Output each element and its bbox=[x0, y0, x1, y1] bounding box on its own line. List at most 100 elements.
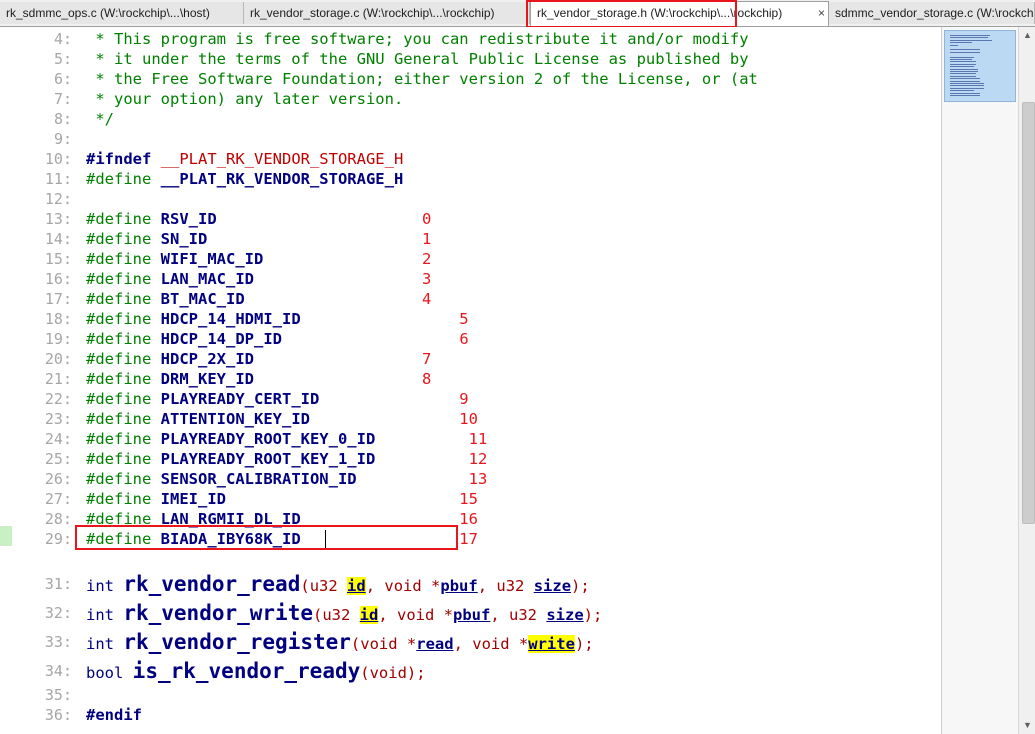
macro-value: 16 bbox=[459, 510, 478, 528]
preprocessor-directive: #ifndef bbox=[86, 150, 152, 168]
preprocessor-directive: #define bbox=[86, 290, 152, 308]
tab-rk-vendor-storage-h[interactable]: rk_vendor_storage.h (W:\rockchip\...\roc… bbox=[530, 1, 829, 26]
document-minimap[interactable] bbox=[941, 27, 1018, 734]
code-line[interactable]: 7: * your option) any later version. bbox=[0, 89, 941, 109]
minimap-line bbox=[950, 80, 980, 82]
code-line[interactable]: 32:int rk_vendor_write(u32 id, void *pbu… bbox=[0, 599, 941, 628]
preprocessor-directive: #define bbox=[86, 310, 152, 328]
tab-rk-vendor-storage-c[interactable]: rk_vendor_storage.c (W:\rockchip\...\roc… bbox=[244, 2, 530, 24]
code-editor[interactable]: 4: * This program is free software; you … bbox=[0, 27, 941, 734]
scroll-up-icon[interactable]: ▲ bbox=[1023, 30, 1032, 40]
minimap-line bbox=[950, 44, 958, 46]
line-number: 29: bbox=[44, 530, 72, 548]
scroll-down-icon[interactable]: ▼ bbox=[1023, 720, 1032, 730]
code-line[interactable]: 27:#define IMEI_ID 15 bbox=[0, 489, 941, 509]
code-line[interactable]: 25:#define PLAYREADY_ROOT_KEY_1_ID 12 bbox=[0, 449, 941, 469]
line-number: 12: bbox=[44, 190, 72, 208]
minimap-line bbox=[950, 95, 980, 96]
code-line[interactable]: 4: * This program is free software; you … bbox=[0, 29, 941, 49]
line-number: 4: bbox=[53, 30, 72, 48]
function-name: is_rk_vendor_ready bbox=[132, 659, 361, 683]
param-type: u32 bbox=[496, 577, 534, 595]
macro-value: 8 bbox=[421, 370, 432, 388]
macro-name: IMEI_ID bbox=[160, 490, 226, 508]
code-text: * it under the terms of the GNU General … bbox=[86, 49, 749, 69]
code-line[interactable]: 5: * it under the terms of the GNU Gener… bbox=[0, 49, 941, 69]
code-line[interactable]: 34:bool is_rk_vendor_ready(void); bbox=[0, 657, 941, 686]
return-type: bool bbox=[86, 664, 124, 682]
close-icon[interactable]: × bbox=[817, 6, 825, 20]
minimap-line bbox=[950, 87, 984, 89]
preprocessor-directive: #define bbox=[86, 390, 152, 408]
code-line[interactable]: 33:int rk_vendor_register(void *read, vo… bbox=[0, 628, 941, 657]
preprocessor-directive: #define bbox=[86, 370, 152, 388]
comment-text: * it under the terms of the GNU General … bbox=[86, 50, 749, 68]
minimap-line bbox=[950, 61, 976, 63]
param-name: size bbox=[546, 606, 584, 624]
code-line[interactable]: 8: */ bbox=[0, 109, 941, 129]
code-line[interactable]: 12: bbox=[0, 189, 941, 209]
code-line[interactable]: 14:#define SN_ID 1 bbox=[0, 229, 941, 249]
macro-name: __PLAT_RK_VENDOR_STORAGE_H bbox=[160, 150, 404, 168]
code-text: #define HDCP_14_DP_ID 6 bbox=[86, 329, 469, 349]
param-name: size bbox=[533, 577, 572, 595]
macro-value: 2 bbox=[421, 250, 432, 268]
macro-value: 10 bbox=[459, 410, 478, 428]
tab-rk-sdmmc-ops[interactable]: rk_sdmmc_ops.c (W:\rockchip\...\host) bbox=[0, 2, 244, 24]
code-line[interactable]: 11:#define __PLAT_RK_VENDOR_STORAGE_H bbox=[0, 169, 941, 189]
preprocessor-directive: #define bbox=[86, 170, 152, 188]
code-line[interactable]: 22:#define PLAYREADY_CERT_ID 9 bbox=[0, 389, 941, 409]
macro-value: 6 bbox=[459, 330, 469, 348]
macro-name: PLAYREADY_CERT_ID bbox=[160, 390, 320, 408]
code-line[interactable]: 15:#define WIFI_MAC_ID 2 bbox=[0, 249, 941, 269]
code-line[interactable]: 29:#define BIADA_IBY68K_ID 17 bbox=[0, 529, 941, 549]
code-line[interactable]: 6: * the Free Software Foundation; eithe… bbox=[0, 69, 941, 89]
code-line[interactable]: 10: #ifndef __PLAT_RK_VENDOR_STORAGE_H bbox=[0, 149, 941, 169]
code-line[interactable]: 19:#define HDCP_14_DP_ID 6 bbox=[0, 329, 941, 349]
vertical-scrollbar[interactable]: ▲ ▼ bbox=[1018, 27, 1035, 734]
code-line[interactable]: 28:#define LAN_RGMII_DL_ID 16 bbox=[0, 509, 941, 529]
line-number: 22: bbox=[44, 390, 72, 408]
paren-close: ); bbox=[406, 664, 426, 682]
line-number: 10: bbox=[44, 150, 72, 168]
line-number-gutter bbox=[0, 27, 76, 734]
line-number: 18: bbox=[44, 310, 72, 328]
code-line[interactable]: 9: bbox=[0, 129, 941, 149]
return-type: int bbox=[86, 606, 114, 624]
line-number: 32: bbox=[44, 604, 72, 622]
minimap-viewport[interactable] bbox=[944, 30, 1016, 102]
code-line[interactable]: 13:#define RSV_ID 0 bbox=[0, 209, 941, 229]
code-text: #endif bbox=[86, 705, 142, 725]
code-line[interactable]: 24:#define PLAYREADY_ROOT_KEY_0_ID 11 bbox=[0, 429, 941, 449]
code-text: * your option) any later version. bbox=[86, 89, 403, 109]
code-line[interactable]: 31:int rk_vendor_read(u32 id, void *pbuf… bbox=[0, 570, 941, 599]
code-line[interactable]: 36:#endif bbox=[0, 705, 941, 725]
minimap-line bbox=[950, 83, 984, 84]
code-text: #define IMEI_ID 15 bbox=[86, 489, 478, 509]
code-line[interactable]: 21:#define DRM_KEY_ID 8 bbox=[0, 369, 941, 389]
code-text: * This program is free software; you can… bbox=[86, 29, 748, 49]
minimap-line bbox=[950, 73, 976, 75]
code-text: #define WIFI_MAC_ID 2 bbox=[86, 249, 431, 269]
param-type: u32 bbox=[309, 577, 348, 595]
code-line[interactable]: 26:#define SENSOR_CALIBRATION_ID 13 bbox=[0, 469, 941, 489]
tab-sdmmc-vendor-storage[interactable]: sdmmc_vendor_storage.c (W:\rockchip\...\… bbox=[829, 2, 1035, 24]
param-name: pbuf bbox=[440, 577, 478, 595]
code-text: int rk_vendor_register(void *read, void … bbox=[86, 628, 594, 659]
macro-name: LAN_MAC_ID bbox=[160, 270, 254, 288]
code-line[interactable]: 23:#define ATTENTION_KEY_ID 10 bbox=[0, 409, 941, 429]
code-text: #define HDCP_14_HDMI_ID 5 bbox=[86, 309, 469, 329]
line-number: 31: bbox=[44, 575, 72, 593]
code-line[interactable]: 18: #define HDCP_14_HDMI_ID 5 bbox=[0, 309, 941, 329]
code-line[interactable]: 20:#define HDCP_2X_ID 7 bbox=[0, 349, 941, 369]
macro-name: __PLAT_RK_VENDOR_STORAGE_H bbox=[160, 170, 404, 188]
scrollbar-thumb[interactable] bbox=[1022, 102, 1035, 524]
preprocessor-directive: #define bbox=[86, 210, 152, 228]
code-line[interactable]: 17:#define BT_MAC_ID 4 bbox=[0, 289, 941, 309]
code-line[interactable]: 35: bbox=[0, 686, 941, 705]
preprocessor-directive: #define bbox=[86, 250, 152, 268]
line-number: 6: bbox=[53, 70, 72, 88]
macro-value: 3 bbox=[421, 270, 432, 288]
code-line[interactable]: 16:#define LAN_MAC_ID 3 bbox=[0, 269, 941, 289]
code-text: bool is_rk_vendor_ready(void); bbox=[86, 657, 426, 688]
